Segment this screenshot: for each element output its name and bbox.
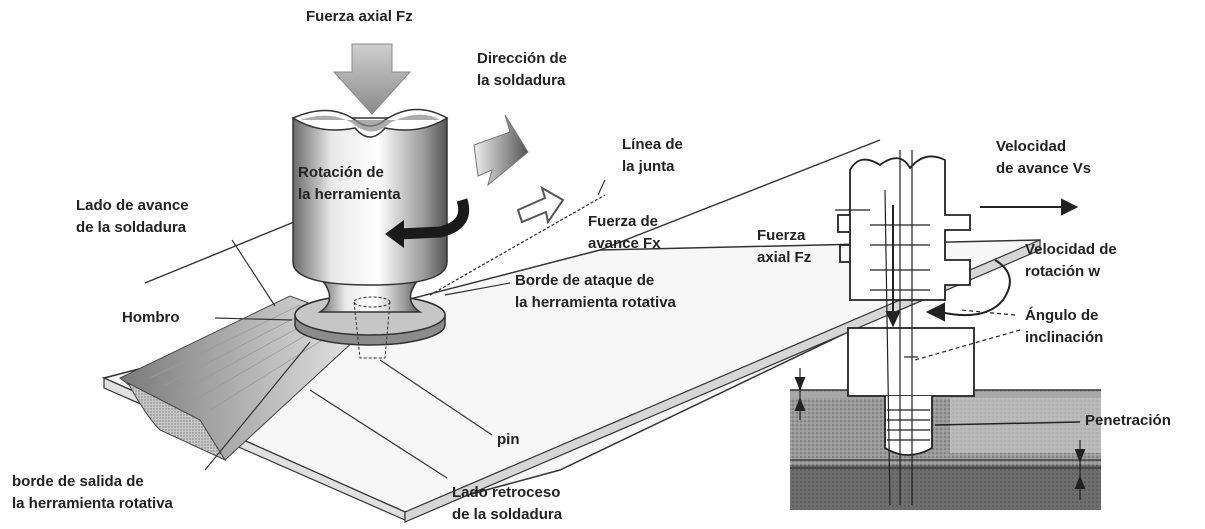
label-leading-edge-line2: la herramienta rotativa	[515, 293, 676, 311]
label-axial-force-right: Fuerza axial Fz	[757, 225, 811, 269]
tool-body	[291, 108, 449, 286]
tool-neck	[317, 279, 423, 313]
label-advancing-side-line1: Lado de avance	[76, 197, 189, 214]
label-axial-force-right-line1: Fuerza	[757, 227, 806, 244]
label-tilt-angle-line2: inclinación	[1025, 328, 1104, 346]
label-trailing-edge-line1: borde de salida de	[12, 473, 144, 490]
label-travel-speed-line1: Velocidad	[996, 138, 1067, 155]
label-rotation-speed-line2: rotación w	[1025, 262, 1101, 280]
label-retreating-side-line1: Lado retroceso	[452, 484, 561, 501]
advance-force-arrow	[516, 185, 565, 225]
label-trailing-edge: borde de salida de la herramienta rotati…	[12, 471, 173, 515]
label-advance-force-line2: avance Fx	[588, 234, 661, 252]
label-joint-line-line2: la junta	[622, 157, 675, 175]
label-weld-direction: Dirección de la soldadura	[477, 48, 567, 92]
label-advancing-side-line2: de la soldadura	[76, 218, 187, 236]
label-advance-force-line1: Fuerza de	[588, 213, 659, 230]
axial-force-arrow	[332, 43, 412, 115]
cross-section-plate	[790, 389, 1101, 510]
label-tool-rotation-line1: Rotación de	[298, 164, 384, 181]
rotation-arrow	[385, 198, 470, 248]
label-shoulder-text: Hombro	[122, 309, 180, 326]
label-penetration-text: Penetración	[1085, 412, 1171, 429]
label-shoulder: Hombro	[122, 307, 180, 329]
label-retreating-side: Lado retroceso de la soldadura	[452, 482, 562, 526]
cross-section-tool	[837, 150, 975, 506]
label-joint-line: Línea de la junta	[622, 134, 683, 178]
label-tilt-angle: Ángulo de inclinación	[1025, 305, 1103, 349]
label-axial-force-text: Fuerza axial Fz	[306, 8, 413, 25]
label-weld-direction-line2: la soldadura	[477, 71, 566, 89]
label-tool-rotation: Rotación de la herramienta	[298, 162, 401, 206]
label-axial-force-right-line2: axial Fz	[757, 248, 812, 266]
joint-line	[429, 194, 606, 296]
label-joint-line-line1: Línea de	[622, 136, 683, 153]
label-tool-rotation-line2: la herramienta	[298, 185, 401, 203]
right-arrows	[794, 198, 1086, 500]
label-advance-force: Fuerza de avance Fx	[588, 211, 661, 255]
label-pin: pin	[497, 429, 520, 451]
label-travel-speed: Velocidad de avance Vs	[996, 136, 1091, 180]
label-leading-edge: Borde de ataque de la herramienta rotati…	[515, 270, 676, 314]
label-leading-edge-line1: Borde de ataque de	[515, 272, 655, 289]
label-tilt-angle-line1: Ángulo de	[1025, 307, 1099, 324]
weld-direction-arrow	[473, 114, 529, 187]
label-travel-speed-line2: de avance Vs	[996, 159, 1092, 177]
label-pin-text: pin	[497, 431, 520, 448]
label-axial-force: Fuerza axial Fz	[306, 6, 413, 28]
label-retreating-side-line2: de la soldadura	[452, 505, 563, 523]
label-rotation-speed: Velocidad de rotación w	[1025, 239, 1117, 283]
label-weld-direction-line1: Dirección de	[477, 50, 568, 67]
label-penetration: Penetración	[1085, 410, 1171, 432]
weld-bead	[119, 295, 371, 462]
label-trailing-edge-line2: la herramienta rotativa	[12, 494, 173, 512]
left-leader-lines	[204, 179, 606, 479]
label-rotation-speed-line1: Velocidad de	[1025, 241, 1117, 258]
label-advancing-side: Lado de avance de la soldadura	[76, 195, 189, 239]
